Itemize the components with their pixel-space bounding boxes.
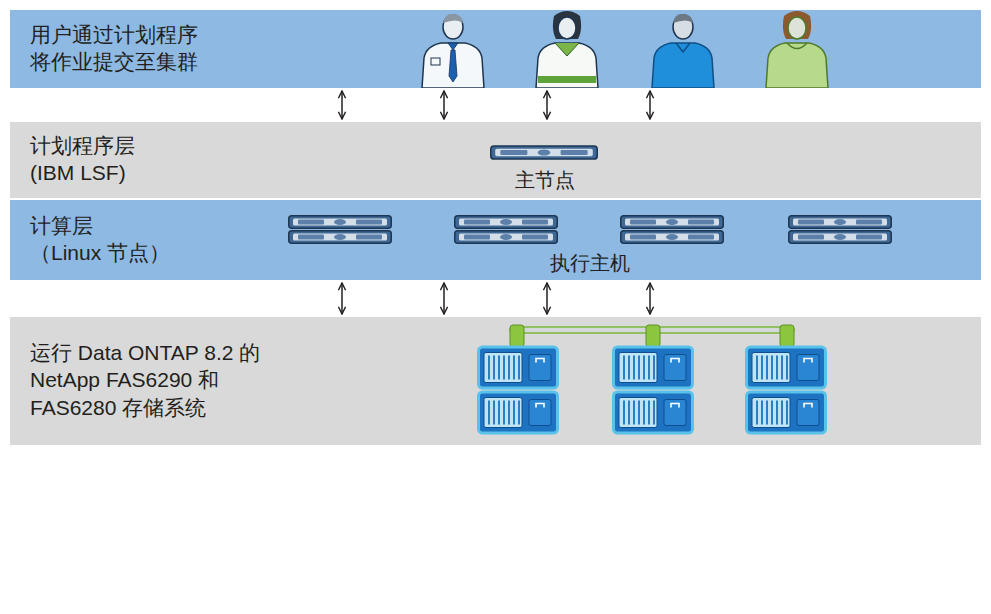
master-server-illustration	[10, 122, 981, 198]
double-arrow	[649, 91, 651, 119]
layer-band: 用户通过计划程序 将作业提交至集群	[10, 10, 981, 88]
storage-interconnect	[510, 325, 794, 347]
layer-title: 用户通过计划程序 将作业提交至集群	[30, 21, 198, 76]
double-arrow	[649, 283, 651, 314]
layer-title: 计算层 （Linux 节点）	[30, 212, 170, 267]
layer-title: 运行 Data ONTAP 8.2 的 NetApp FAS6290 和 FAS…	[30, 339, 260, 421]
layer-title: 计划程序层 (IBM LSF)	[30, 132, 135, 187]
layer-band: 计算层 （Linux 节点） 执行主机	[10, 200, 981, 280]
layer-band: 计划程序层 (IBM LSF) 主节点	[10, 122, 981, 198]
layer-band: 运行 Data ONTAP 8.2 的 NetApp FAS6290 和 FAS…	[10, 317, 981, 445]
host-label: 执行主机	[550, 251, 630, 275]
double-arrow	[443, 91, 445, 119]
host-label: 主节点	[515, 168, 575, 192]
double-arrow	[546, 91, 548, 119]
double-arrow	[546, 283, 548, 314]
user-figure	[422, 14, 484, 88]
user-figure	[652, 14, 714, 88]
user-figure	[766, 11, 828, 88]
execution-hosts-illustration	[10, 200, 981, 280]
double-arrow	[341, 283, 343, 314]
user-figure	[536, 11, 598, 88]
double-arrow	[341, 91, 343, 119]
users-illustration	[10, 10, 981, 88]
double-arrow	[443, 283, 445, 314]
